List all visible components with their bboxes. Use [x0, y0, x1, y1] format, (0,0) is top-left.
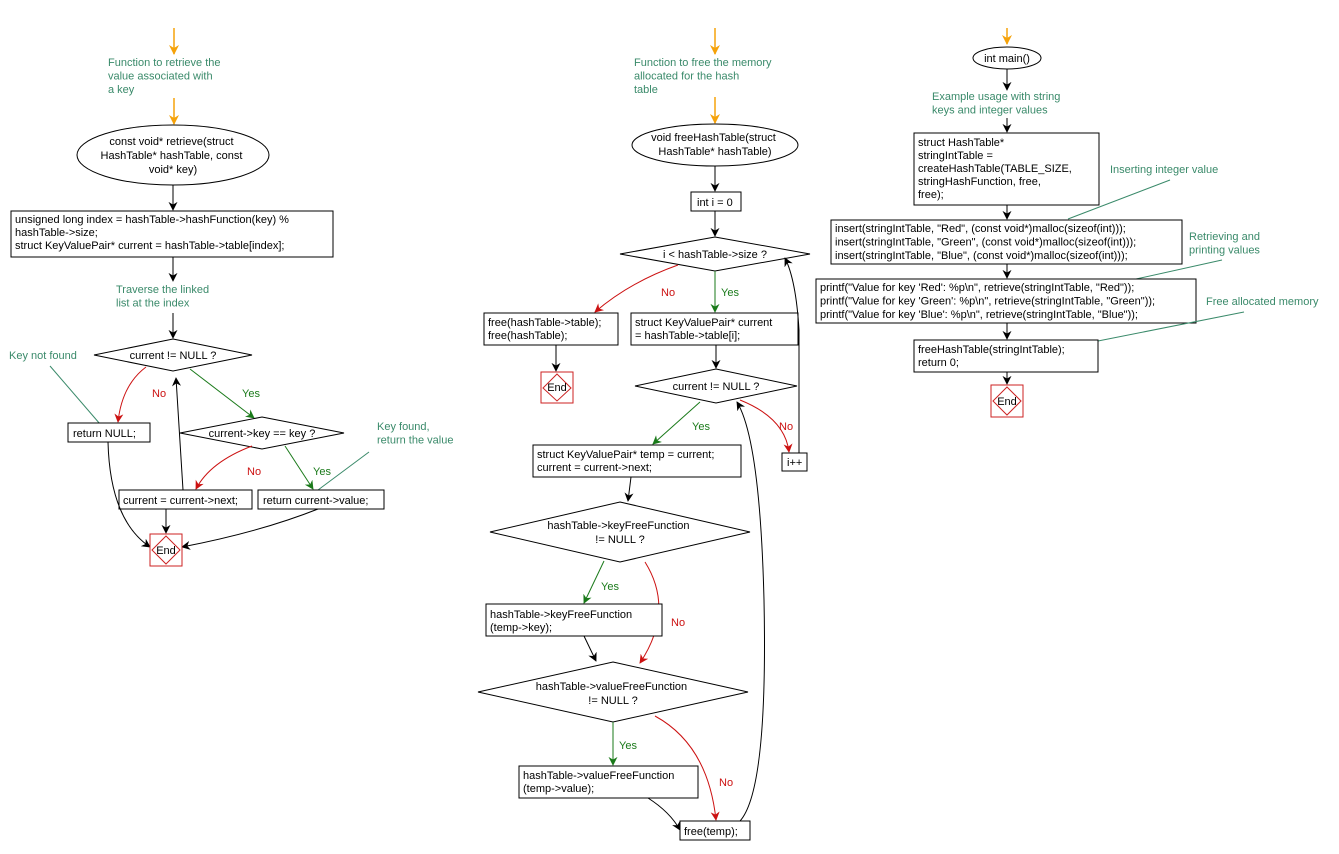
- key-free-label: hashTable->keyFreeFunction != NULL ?: [547, 520, 692, 546]
- no-branch-arrow: [654, 715, 720, 821]
- loop-back-arrow: [784, 257, 800, 453]
- no-branch-label: No: [779, 421, 793, 433]
- key-free-text: hashTable->keyFreeFunction (temp->key);: [490, 609, 635, 634]
- increment-box: [781, 452, 808, 472]
- value-free-label: hashTable->valueFreeFunction != NULL ?: [536, 681, 690, 707]
- flow-arrow: [181, 508, 319, 550]
- key-equals-decision: [179, 416, 345, 450]
- current-not-null-decision: [93, 338, 253, 372]
- note-connector: [49, 365, 101, 425]
- no-branch-arrow: [114, 366, 147, 423]
- return-null-text: return NULL;: [73, 428, 136, 440]
- end-label: End: [997, 396, 1017, 408]
- create-table-box: [913, 132, 1100, 206]
- traverse-note: Traverse the linked list at the index: [116, 284, 212, 310]
- advance-current-text: current = current->next;: [123, 495, 238, 507]
- value-free-text: hashTable->valueFreeFunction (temp->valu…: [523, 770, 677, 795]
- note-connector: [1097, 311, 1245, 342]
- no-branch-arrow: [195, 445, 253, 490]
- yes-branch-label: Yes: [242, 388, 260, 400]
- flow-arrow: [583, 635, 597, 662]
- retrieve-signature-text: const void* retrieve(struct HashTable* h…: [101, 136, 246, 176]
- main-start-text: int main(): [984, 53, 1030, 65]
- yes-branch-arrow: [652, 401, 701, 445]
- free-call-text: freeHashTable(stringIntTable); return 0;: [918, 344, 1068, 369]
- loop-condition-label: i < hashTable->size ?: [663, 249, 767, 261]
- index-computation-box: [10, 210, 334, 258]
- return-value-text: return current->value;: [263, 495, 368, 507]
- no-branch-arrow: [739, 399, 793, 453]
- free-table-text: free(hashTable->table); free(hashTable);: [488, 317, 605, 342]
- create-table-text: struct HashTable* stringIntTable = creat…: [918, 137, 1075, 201]
- insert-text: insert(stringIntTable, "Red", (const voi…: [835, 223, 1139, 262]
- note-connector: [1135, 259, 1223, 280]
- current-init-box: [630, 312, 799, 346]
- end-label: End: [156, 545, 176, 557]
- retrieve-description-note: Function to retrieve the value associate…: [108, 57, 224, 96]
- current-not-null-decision: [634, 368, 798, 404]
- printf-text: printf("Value for key 'Red': %p\n", retr…: [820, 282, 1158, 321]
- note-connector: [317, 451, 370, 491]
- end-terminal: End: [149, 533, 183, 567]
- free-table-description-note: Function to free the memory allocated fo…: [634, 57, 775, 96]
- key-equals-label: current->key == key ?: [209, 428, 316, 440]
- yes-branch-arrow: [583, 560, 605, 604]
- key-free-decision: [489, 501, 751, 563]
- end-terminal: End: [990, 384, 1024, 418]
- yes-branch-label: Yes: [721, 287, 739, 299]
- usage-note: Example usage with string keys and integ…: [932, 91, 1063, 117]
- advance-current-box: [118, 489, 253, 510]
- end-label: End: [547, 382, 567, 394]
- free-temp-text: free(temp);: [684, 826, 738, 838]
- main-flow: int main() Example usage with string key…: [815, 28, 1319, 418]
- key-free-box: [485, 603, 663, 637]
- no-branch-label: No: [152, 388, 166, 400]
- yes-branch-arrow: [189, 368, 255, 419]
- flow-arrow: [647, 797, 681, 831]
- init-index-box: [690, 191, 742, 212]
- current-not-null-label: current != NULL ?: [673, 381, 760, 393]
- flow-arrow: [624, 476, 634, 502]
- flow-arrow: [107, 441, 151, 548]
- free-table-box: [483, 312, 619, 346]
- retrieve-note: Retrieving and printing values: [1189, 231, 1263, 257]
- current-init-text: struct KeyValuePair* current = hashTable…: [635, 317, 775, 342]
- note-connector: [1067, 179, 1171, 220]
- no-branch-label: No: [671, 617, 685, 629]
- value-free-box: [518, 765, 699, 799]
- init-index-text: int i = 0: [697, 197, 733, 209]
- end-terminal: End: [540, 371, 574, 404]
- free-table-flow: Function to free the memory allocated fo…: [477, 28, 811, 841]
- return-value-box: [257, 489, 385, 510]
- key-not-found-note: Key not found: [9, 350, 77, 362]
- no-branch-arrow: [594, 264, 679, 313]
- yes-branch-label: Yes: [692, 421, 710, 433]
- current-not-null-label: current != NULL ?: [130, 350, 217, 362]
- printf-box: [815, 278, 1197, 324]
- no-branch-label: No: [661, 287, 675, 299]
- free-table-signature-terminal: [631, 123, 799, 167]
- yes-branch-label: Yes: [601, 581, 619, 593]
- yes-branch-label: Yes: [619, 740, 637, 752]
- index-computation-text: unsigned long index = hashTable->hashFun…: [15, 214, 292, 252]
- free-memory-note: Free allocated memory: [1206, 296, 1319, 308]
- return-null-box: [67, 422, 151, 443]
- temp-box: [532, 444, 742, 478]
- key-found-note: Key found, return the value: [377, 421, 453, 447]
- free-table-signature-text: void freeHashTable(struct HashTable* has…: [651, 132, 779, 158]
- insert-box: [830, 219, 1183, 265]
- loop-back-arrow: [736, 401, 765, 822]
- retrieve-flow: Function to retrieve the value associate…: [9, 28, 453, 567]
- yes-branch-arrow: [284, 445, 314, 490]
- temp-text: struct KeyValuePair* temp = current; cur…: [537, 449, 717, 474]
- insert-note: Inserting integer value: [1110, 164, 1218, 176]
- free-call-box: [913, 339, 1099, 373]
- no-branch-label: No: [247, 466, 261, 478]
- loop-back-arrow: [172, 377, 184, 491]
- yes-branch-label: Yes: [313, 466, 331, 478]
- free-temp-box: [679, 820, 751, 841]
- no-branch-label: No: [719, 777, 733, 789]
- increment-text: i++: [787, 457, 802, 469]
